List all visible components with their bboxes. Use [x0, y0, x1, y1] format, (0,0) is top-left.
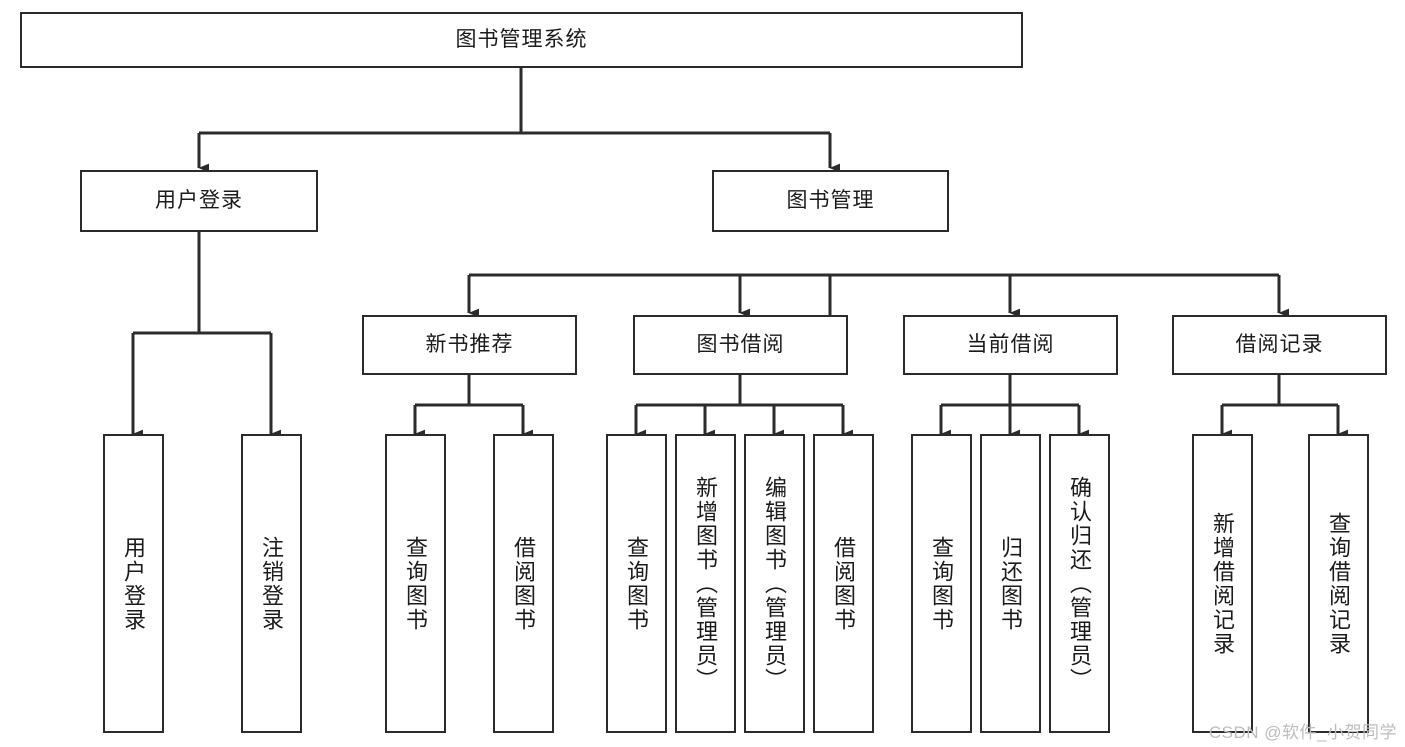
node-leaf-borrow-book-1-label: 借阅图书: [511, 535, 537, 632]
node-leaf-user-login-label: 用户登录: [121, 535, 147, 632]
node-leaf-user-logout-label: 注销登录: [259, 535, 285, 632]
node-leaf-query-record[interactable]: 查询借阅记录: [1308, 434, 1369, 733]
node-leaf-borrow-book-1[interactable]: 借阅图书: [493, 434, 554, 733]
node-leaf-confirm-return[interactable]: 确认归还（管理员）: [1049, 434, 1110, 733]
node-leaf-query-book-2-label: 查询图书: [624, 535, 650, 632]
node-new-book-rec[interactable]: 新书推荐: [362, 315, 577, 375]
node-borrow-record[interactable]: 借阅记录: [1172, 315, 1387, 375]
node-book-admin[interactable]: 图书管理: [712, 170, 949, 232]
node-leaf-add-record-label: 新增借阅记录: [1210, 511, 1236, 656]
node-leaf-query-book-1-label: 查询图书: [403, 535, 429, 632]
node-leaf-add-book-label: 新增图书（管理员）: [693, 475, 719, 692]
node-current-borrow[interactable]: 当前借阅: [903, 315, 1118, 375]
node-leaf-confirm-return-label: 确认归还（管理员）: [1067, 475, 1093, 692]
node-user-login-label: 用户登录: [155, 189, 243, 213]
node-leaf-query-book-1[interactable]: 查询图书: [385, 434, 446, 733]
node-leaf-borrow-book-2-label: 借阅图书: [831, 535, 857, 632]
node-leaf-query-book-2[interactable]: 查询图书: [606, 434, 667, 733]
node-leaf-add-book[interactable]: 新增图书（管理员）: [675, 434, 736, 733]
node-leaf-query-book-3-label: 查询图书: [929, 535, 955, 632]
node-leaf-query-book-3[interactable]: 查询图书: [911, 434, 972, 733]
watermark: CSDN @软件_小贺同学: [1208, 723, 1397, 742]
node-book-borrow[interactable]: 图书借阅: [633, 315, 848, 375]
node-leaf-edit-book-label: 编辑图书（管理员）: [762, 475, 788, 692]
node-book-borrow-label: 图书借阅: [696, 333, 785, 357]
node-leaf-query-record-label: 查询借阅记录: [1326, 511, 1352, 656]
node-current-borrow-label: 当前借阅: [966, 333, 1055, 357]
node-leaf-add-record[interactable]: 新增借阅记录: [1192, 434, 1253, 733]
node-borrow-record-label: 借阅记录: [1235, 333, 1324, 357]
node-root-label: 图书管理系统: [455, 28, 588, 52]
node-leaf-return-book-label: 归还图书: [998, 535, 1024, 632]
node-leaf-edit-book[interactable]: 编辑图书（管理员）: [744, 434, 805, 733]
node-leaf-borrow-book-2[interactable]: 借阅图书: [813, 434, 874, 733]
node-root[interactable]: 图书管理系统: [20, 12, 1023, 68]
node-leaf-user-logout[interactable]: 注销登录: [241, 434, 302, 733]
node-leaf-return-book[interactable]: 归还图书: [980, 434, 1041, 733]
node-leaf-user-login[interactable]: 用户登录: [103, 434, 164, 733]
node-new-book-rec-label: 新书推荐: [425, 333, 514, 357]
node-book-admin-label: 图书管理: [786, 189, 875, 213]
node-user-login[interactable]: 用户登录: [80, 170, 318, 232]
